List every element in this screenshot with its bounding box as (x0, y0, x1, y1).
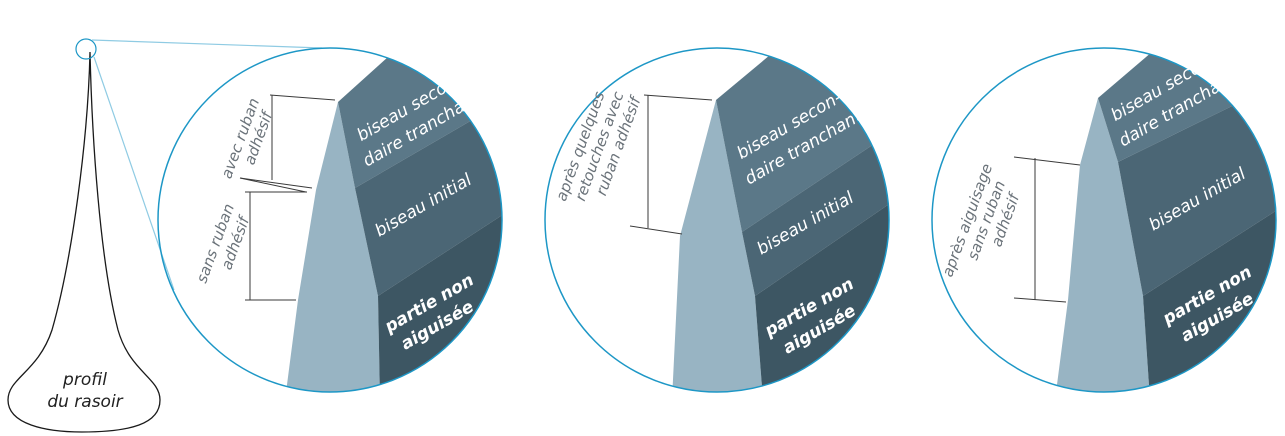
magnified-circle-2: après quelques retouches avec ruban adhé… (544, 47, 890, 393)
bevel-initial (355, 98, 502, 296)
dimension-sans-ruban (245, 191, 307, 301)
blade-side (672, 100, 763, 392)
circle-outline (157, 47, 503, 393)
zoom-marker (75, 38, 97, 60)
profil-label-line2: du rasoir (47, 392, 123, 412)
magnified-circle-1: avec ruban adhésif sans ruban adhésif bi… (157, 47, 503, 393)
blade-side (1055, 98, 1150, 392)
dimension-avec-ruban (239, 94, 336, 193)
razor-profile: profil du rasoir (7, 38, 323, 433)
blade-side (285, 102, 380, 392)
profil-label-line1: profil (62, 370, 107, 390)
bevel-initial (742, 130, 889, 296)
magnified-circle-3: après aiguisage sans ruban adhésif bisea… (931, 47, 1277, 393)
bevel-initial (1118, 80, 1276, 296)
dimension-retouches (629, 94, 713, 235)
zoom-line-top (91, 39, 323, 49)
dimension-apres-aiguisage (1013, 156, 1081, 303)
circle-outline (931, 47, 1277, 393)
circle-outline (544, 47, 890, 393)
razor-profile-icon (7, 51, 161, 433)
